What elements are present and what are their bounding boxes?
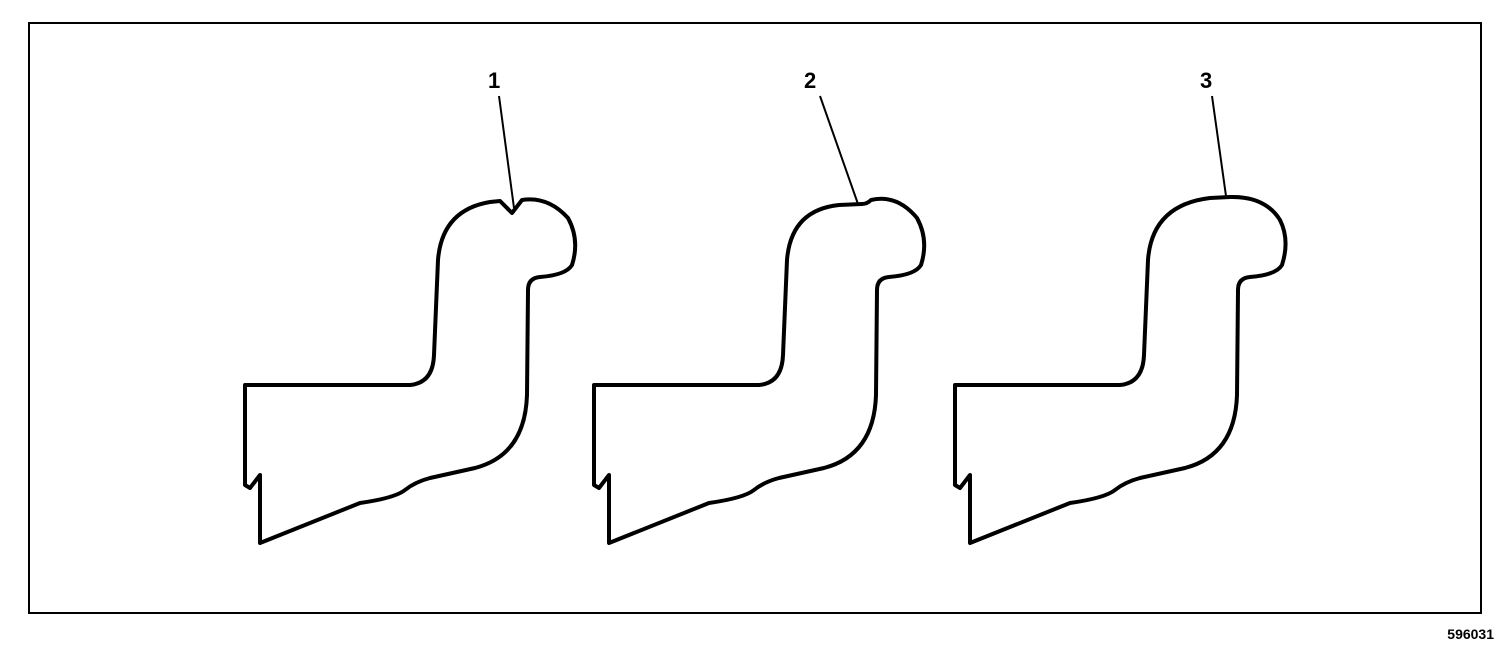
part-outline-1 [243,197,578,545]
leader-line-3 [1211,95,1227,197]
leader-line-1 [498,95,515,209]
part-outline-2 [592,196,927,545]
callout-label-2: 2 [804,68,817,93]
callout-label-3: 3 [1200,68,1213,93]
callout-label-1: 1 [488,68,501,93]
part-outline-3 [953,194,1288,545]
figure-id: 596031 [1447,626,1494,642]
leader-line-2 [819,95,859,205]
figure-frame [28,22,1482,614]
